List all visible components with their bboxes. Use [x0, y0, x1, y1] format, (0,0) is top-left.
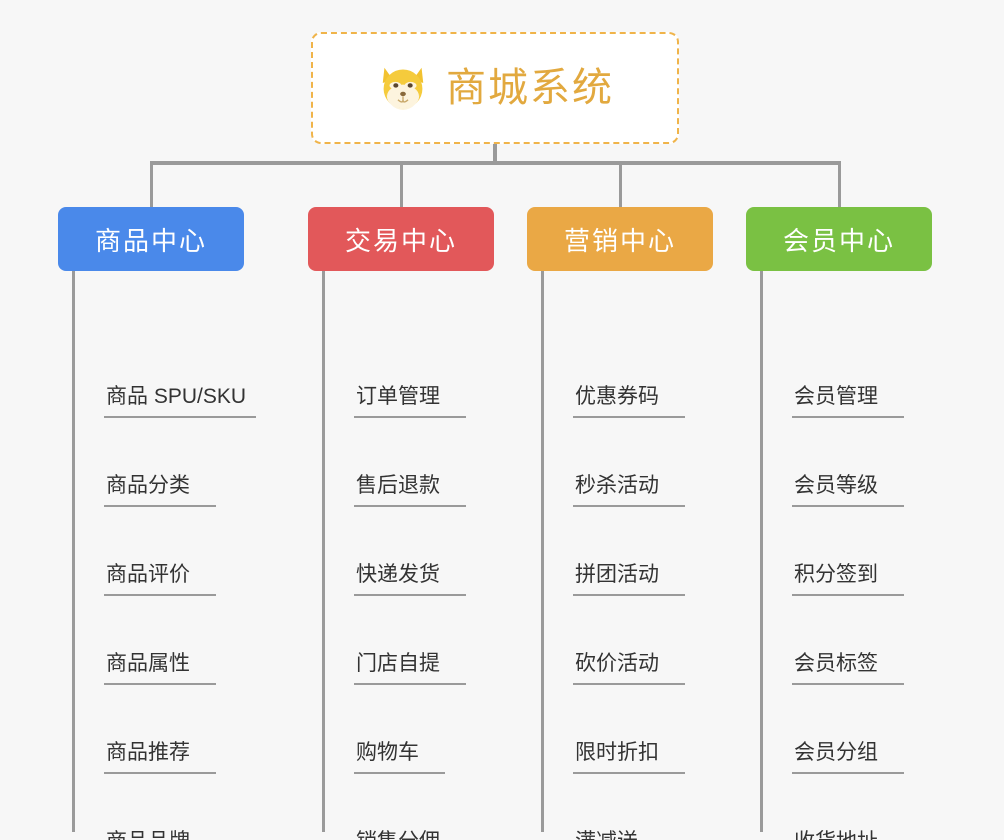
- leaf-item[interactable]: 积分签到: [760, 513, 976, 602]
- category-column-trade: 交易中心 订单管理 售后退款 快递发货 门店自提 购物车 销售分佣: [308, 207, 538, 840]
- leaf-item[interactable]: 购物车: [322, 691, 538, 780]
- leaf-label: 商品推荐: [104, 742, 216, 774]
- leaf-item[interactable]: 砍价活动: [541, 602, 757, 691]
- leaf-label: 优惠券码: [573, 386, 685, 418]
- leaf-item[interactable]: 收货地址: [760, 780, 976, 840]
- leaf-item[interactable]: 商品属性: [72, 602, 288, 691]
- category-column-product: 商品中心 商品 SPU/SKU 商品分类 商品评价 商品属性 商品推荐 商品品牌: [58, 207, 288, 840]
- category-title: 交易中心: [344, 225, 457, 256]
- leaf-item[interactable]: 商品品牌: [72, 780, 288, 840]
- leaf-label: 收货地址: [792, 831, 904, 840]
- leaf-item[interactable]: 销售分佣: [322, 780, 538, 840]
- leaf-list-trade: 订单管理 售后退款 快递发货 门店自提 购物车 销售分佣: [308, 335, 538, 840]
- leaf-label: 限时折扣: [573, 742, 685, 774]
- leaf-item[interactable]: 商品分类: [72, 424, 288, 513]
- connector-drop-4: [838, 161, 841, 209]
- shiba-dog-face-icon: [382, 67, 424, 110]
- category-column-member: 会员中心 会员管理 会员等级 积分签到 会员标签 会员分组 收货地址: [746, 207, 976, 840]
- leaf-item[interactable]: 满减送: [541, 780, 757, 840]
- category-title: 营销中心: [563, 225, 676, 256]
- column-trunk-line: [72, 271, 75, 832]
- category-header-trade[interactable]: 交易中心: [308, 207, 494, 271]
- leaf-list-marketing: 优惠券码 秒杀活动 拼团活动 砍价活动 限时折扣 满减送: [527, 335, 757, 840]
- category-title: 商品中心: [94, 225, 207, 256]
- leaf-label: 销售分佣: [354, 831, 466, 840]
- category-header-product[interactable]: 商品中心: [58, 207, 244, 271]
- leaf-item[interactable]: 会员标签: [760, 602, 976, 691]
- leaf-item[interactable]: 会员等级: [760, 424, 976, 513]
- root-node[interactable]: 商城系统: [311, 32, 679, 144]
- leaf-item[interactable]: 商品 SPU/SKU: [72, 335, 288, 424]
- leaf-list-product: 商品 SPU/SKU 商品分类 商品评价 商品属性 商品推荐 商品品牌: [58, 335, 288, 840]
- connector-drop-1: [150, 161, 153, 209]
- leaf-label: 快递发货: [354, 564, 466, 596]
- leaf-item[interactable]: 秒杀活动: [541, 424, 757, 513]
- category-title: 会员中心: [782, 225, 895, 256]
- connector-drop-2: [400, 161, 403, 209]
- leaf-label: 商品品牌: [104, 831, 216, 840]
- leaf-item[interactable]: 会员分组: [760, 691, 976, 780]
- column-trunk-line: [760, 271, 763, 832]
- column-trunk-line: [322, 271, 325, 832]
- leaf-label: 商品评价: [104, 564, 216, 596]
- leaf-item[interactable]: 售后退款: [322, 424, 538, 513]
- leaf-item[interactable]: 订单管理: [322, 335, 538, 424]
- column-trunk-line: [541, 271, 544, 832]
- connector-bus: [150, 161, 840, 165]
- leaf-label: 会员标签: [792, 653, 904, 685]
- leaf-label: 拼团活动: [573, 564, 685, 596]
- connector-root-stem: [493, 144, 497, 164]
- leaf-label: 商品分类: [104, 475, 216, 507]
- leaf-label: 购物车: [354, 742, 445, 774]
- category-header-member[interactable]: 会员中心: [746, 207, 932, 271]
- leaf-label: 秒杀活动: [573, 475, 685, 507]
- leaf-label: 会员等级: [792, 475, 904, 507]
- root-title: 商城系统: [446, 66, 614, 110]
- leaf-label: 会员管理: [792, 386, 904, 418]
- leaf-label: 商品属性: [104, 653, 216, 685]
- leaf-label: 砍价活动: [573, 653, 685, 685]
- leaf-label: 满减送: [573, 831, 664, 840]
- leaf-label: 售后退款: [354, 475, 466, 507]
- leaf-label: 会员分组: [792, 742, 904, 774]
- leaf-item[interactable]: 商品推荐: [72, 691, 288, 780]
- leaf-label: 商品 SPU/SKU: [104, 386, 257, 418]
- leaf-item[interactable]: 门店自提: [322, 602, 538, 691]
- leaf-label: 门店自提: [354, 653, 466, 685]
- leaf-list-member: 会员管理 会员等级 积分签到 会员标签 会员分组 收货地址: [746, 335, 976, 840]
- category-column-marketing: 营销中心 优惠券码 秒杀活动 拼团活动 砍价活动 限时折扣 满减送: [527, 207, 757, 840]
- leaf-label: 订单管理: [354, 386, 466, 418]
- leaf-label: 积分签到: [792, 564, 904, 596]
- leaf-item[interactable]: 商品评价: [72, 513, 288, 602]
- leaf-item[interactable]: 拼团活动: [541, 513, 757, 602]
- leaf-item[interactable]: 会员管理: [760, 335, 976, 424]
- connector-drop-3: [619, 161, 622, 209]
- leaf-item[interactable]: 限时折扣: [541, 691, 757, 780]
- leaf-item[interactable]: 优惠券码: [541, 335, 757, 424]
- category-header-marketing[interactable]: 营销中心: [527, 207, 713, 271]
- leaf-item[interactable]: 快递发货: [322, 513, 538, 602]
